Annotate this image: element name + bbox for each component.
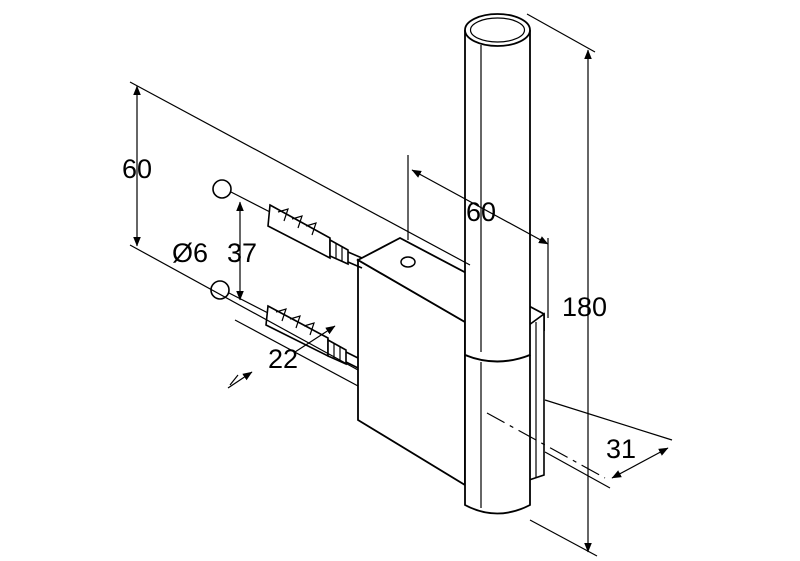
hinge-barrel [464, 13, 531, 515]
lower-knuckle [464, 355, 531, 515]
pin-upper-end [212, 179, 232, 199]
dim-line-plate-width [411, 169, 549, 245]
pin-upper [212, 179, 363, 269]
label-hole-spacing: 37 [227, 238, 257, 268]
label-height: 180 [562, 292, 607, 322]
label-plate-width: 60 [466, 197, 496, 227]
dimension-lines [133, 49, 669, 553]
dim-line-thickness [611, 447, 669, 479]
pin-lower [210, 280, 359, 369]
dimension-labels: 60 60 180 Ø6 37 22 31 [122, 154, 636, 464]
screw-hole [400, 256, 416, 268]
label-top-depth: 60 [122, 154, 152, 184]
pin-lower-end [210, 280, 230, 300]
label-thickness: 31 [606, 434, 636, 464]
label-pin-length: 22 [268, 344, 298, 374]
dim-line-pin-length-a [294, 325, 336, 353]
label-diameter: Ø6 [172, 238, 208, 268]
upper-knuckle [464, 30, 531, 363]
dim-line-pin-length-b [227, 371, 253, 389]
